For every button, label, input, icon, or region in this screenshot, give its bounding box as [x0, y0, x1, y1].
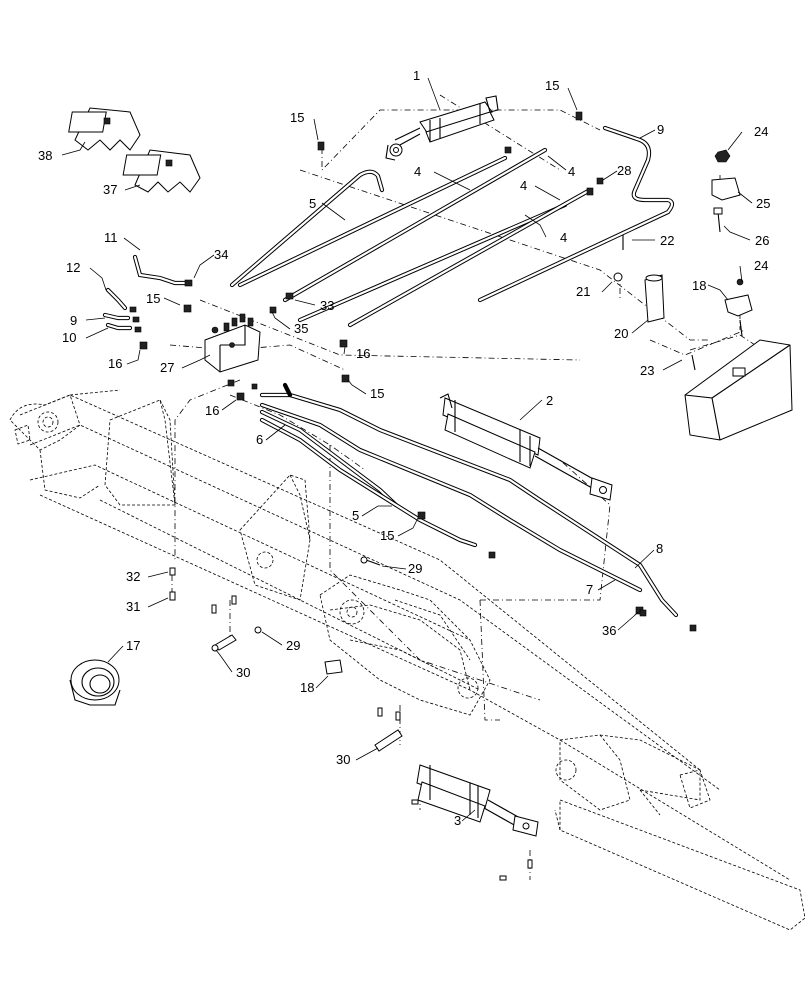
callout-33: 33 — [320, 298, 334, 313]
callout-16: 16 — [356, 346, 370, 361]
callout-37: 37 — [103, 182, 117, 197]
callout-15: 15 — [545, 78, 559, 93]
callout-18: 18 — [692, 278, 706, 293]
callout-labels: 1 15 15 9 24 38 37 4 4 4 4 28 25 5 22 26… — [38, 68, 770, 828]
callout-23: 23 — [640, 363, 654, 378]
callout-18: 18 — [300, 680, 314, 695]
fittings — [129, 111, 697, 632]
callout-7: 7 — [586, 582, 593, 597]
callout-24: 24 — [754, 124, 768, 139]
callout-15: 15 — [290, 110, 304, 125]
callout-11: 11 — [104, 230, 118, 245]
callout-10: 10 — [62, 330, 76, 345]
callout-28: 28 — [617, 163, 631, 178]
callout-1: 1 — [413, 68, 420, 83]
callout-15: 15 — [370, 386, 384, 401]
callout-31: 31 — [126, 599, 140, 614]
callout-15: 15 — [146, 291, 160, 306]
callout-34: 34 — [214, 247, 228, 262]
callout-29: 29 — [408, 561, 422, 576]
callout-38: 38 — [38, 148, 52, 163]
callout-17: 17 — [126, 638, 140, 653]
callout-36: 36 — [602, 623, 616, 638]
callout-25: 25 — [756, 196, 770, 211]
hydraulic-cylinder-3 — [416, 764, 539, 837]
leader-lines — [61, 77, 753, 822]
callout-27: 27 — [160, 360, 174, 375]
callout-9: 9 — [657, 122, 664, 137]
assembly-centerlines — [169, 94, 771, 880]
callout-5: 5 — [352, 508, 359, 523]
callout-35: 35 — [294, 321, 308, 336]
callout-30: 30 — [236, 665, 250, 680]
hardware-parts — [68, 107, 793, 881]
callout-21: 21 — [576, 284, 590, 299]
hydraulic-cylinder-1 — [385, 95, 499, 161]
callout-12: 12 — [66, 260, 80, 275]
callout-4: 4 — [520, 178, 527, 193]
valve-block — [204, 313, 261, 373]
callout-16: 16 — [108, 356, 122, 371]
callout-9: 9 — [70, 313, 77, 328]
callout-16: 16 — [205, 403, 219, 418]
callout-5: 5 — [309, 196, 316, 211]
callout-4: 4 — [414, 164, 421, 179]
callout-30: 30 — [336, 752, 350, 767]
callout-2: 2 — [546, 393, 553, 408]
frame-assembly — [9, 389, 806, 931]
callout-3: 3 — [454, 813, 461, 828]
callout-6: 6 — [256, 432, 263, 447]
callout-26: 26 — [755, 233, 769, 248]
callout-29: 29 — [286, 638, 300, 653]
callout-32: 32 — [126, 569, 140, 584]
callout-20: 20 — [614, 326, 628, 341]
callout-4: 4 — [568, 164, 575, 179]
callout-15: 15 — [380, 528, 394, 543]
callout-22: 22 — [660, 233, 674, 248]
hydraulic-hoses — [102, 125, 679, 618]
callout-4: 4 — [560, 230, 567, 245]
hydraulic-cylinder-2 — [439, 393, 613, 501]
callout-24: 24 — [754, 258, 768, 273]
callout-8: 8 — [656, 541, 663, 556]
